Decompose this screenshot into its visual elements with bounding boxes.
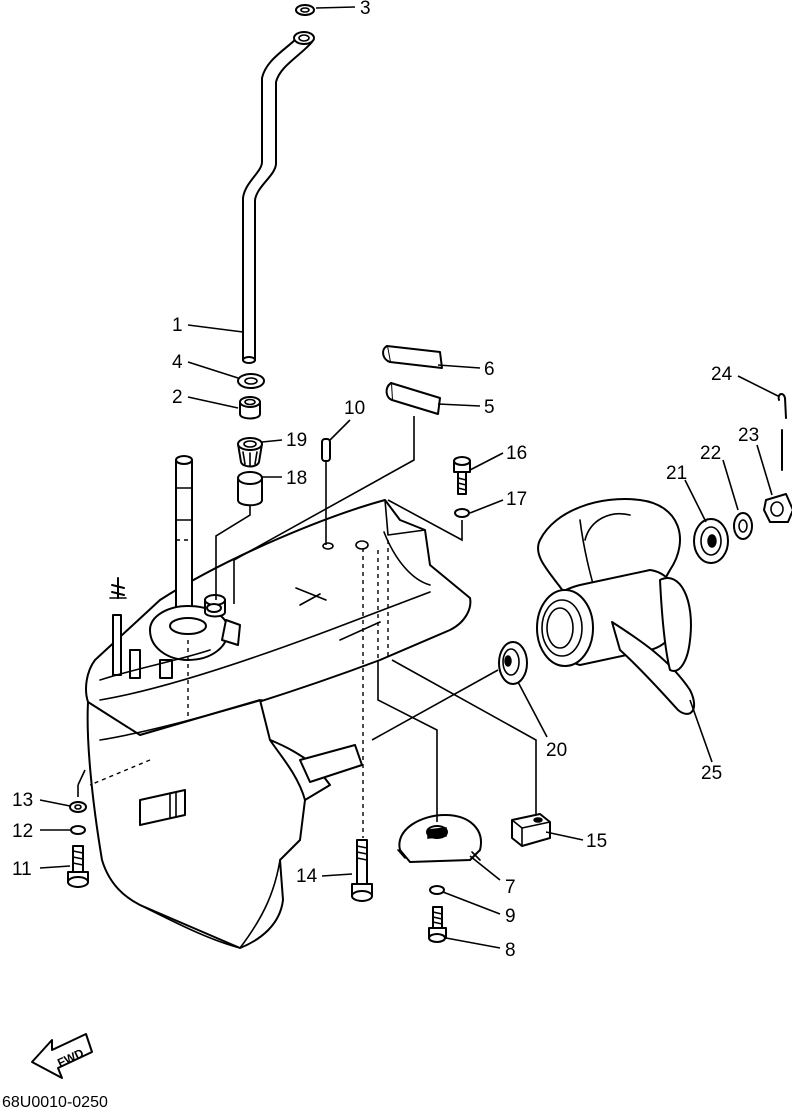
callout-labels: 3 1 4 2 6 5 10 16 17 19 18 21 22 23 24 2… [12,0,759,961]
part-5-plate [385,382,441,415]
callout-11: 11 [12,859,32,880]
part-1-water-pipe [242,31,315,364]
part-14-bolt [351,839,373,902]
fwd-arrow-icon: FWD [31,1033,93,1079]
part-16-bolt [453,456,471,495]
callout-16: 16 [506,443,527,464]
part-18-collar [237,471,263,507]
lower-case-housing [85,455,472,949]
callout-21: 21 [666,463,687,484]
callout-20: 20 [546,740,567,761]
callout-10: 10 [344,398,365,419]
callout-3: 3 [360,0,371,19]
callout-4: 4 [172,352,183,373]
part-24-cotter-pin [777,393,787,471]
callout-2: 2 [172,387,183,408]
part-7-trim-tab [397,814,482,863]
callout-9: 9 [505,906,516,927]
part-21-spacer [693,518,729,564]
part-15-anode [511,813,551,847]
callout-1: 1 [172,315,183,336]
part-20-oil-seal [498,641,528,685]
part-8-bolt [428,906,447,943]
part-11-bolt [67,845,89,888]
leader-lines [39,6,779,949]
callout-13: 13 [12,790,33,811]
callout-8: 8 [505,940,516,961]
callout-18: 18 [286,468,307,489]
part-23-nut [763,493,792,523]
part-13-washer [69,801,87,813]
callout-15: 15 [586,831,607,852]
callout-14: 14 [296,866,318,887]
callout-23: 23 [738,425,759,446]
part-9-washer [429,885,445,895]
callout-5: 5 [484,397,495,418]
callout-17: 17 [506,489,527,510]
diagram-code: 68U0010-0250 [2,1094,108,1111]
callout-22: 22 [700,443,721,464]
part-19-rubber-seal [237,437,263,468]
part-25-propeller [536,498,696,715]
part-10-dowel-pin [321,438,331,462]
part-12-washer [70,825,86,835]
part-2-grommet [239,396,261,420]
part-17-washer [454,508,470,518]
callout-12: 12 [12,821,33,842]
callout-24: 24 [711,364,733,385]
part-4-seal [237,373,265,389]
callout-19: 19 [286,430,307,451]
part-3-grommet [295,4,315,16]
callout-6: 6 [484,359,495,380]
part-22-washer [733,512,753,540]
callout-25: 25 [701,763,722,784]
callout-7: 7 [505,877,516,898]
part-6-plate [382,345,443,369]
